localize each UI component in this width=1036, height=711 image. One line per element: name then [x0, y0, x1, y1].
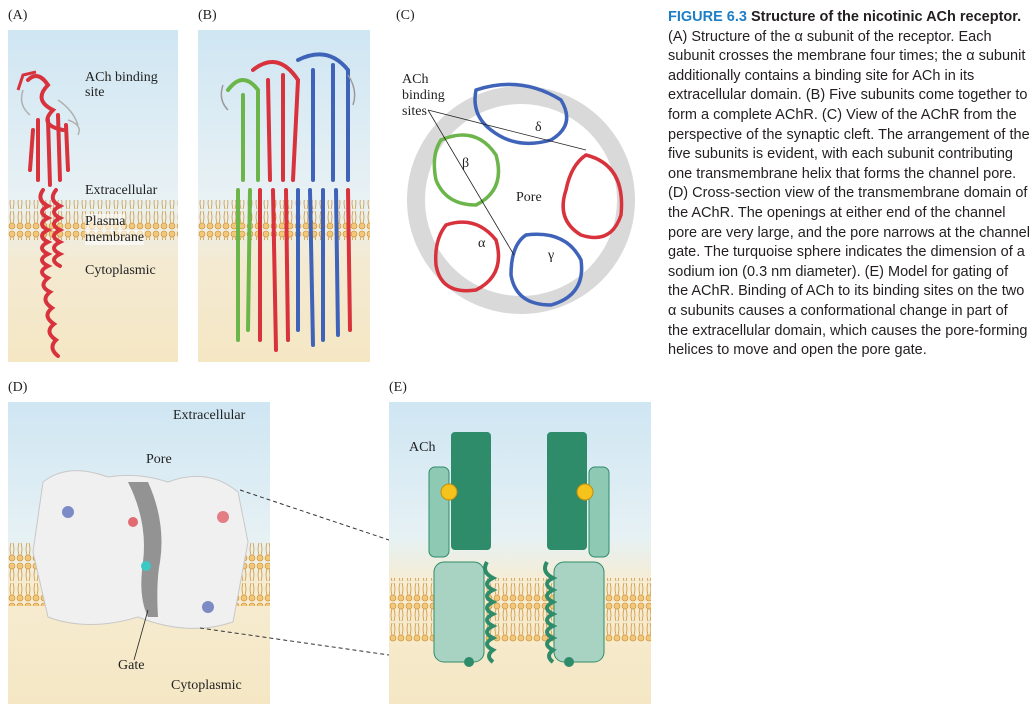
panel-label-b: (B) — [198, 8, 217, 23]
panel-b-illustration — [198, 30, 370, 362]
extracellular-label: Extracellular — [85, 183, 158, 198]
panel-e-illustration — [389, 402, 651, 704]
ach-label-e: ACh — [409, 440, 436, 455]
extracellular-label-d: Extracellular — [173, 408, 246, 423]
plasma-membrane-label-1: Plasma — [85, 214, 126, 229]
panel-label-e: (E) — [389, 380, 407, 395]
panel-a: ACh binding site Extracellular Plasma me… — [8, 30, 178, 362]
panel-b — [198, 30, 370, 362]
figure-body: (A) Structure of the α subunit of the re… — [668, 28, 1030, 359]
panel-label-d: (D) — [8, 380, 28, 395]
ach-binding-sites-label-2: binding — [402, 88, 445, 103]
gamma-label: γ — [548, 248, 555, 263]
figure-caption: FIGURE 6.3 Structure of the nicotinic AC… — [668, 8, 1030, 361]
ach-binding-sites-label-1: ACh — [402, 72, 429, 87]
panel-label-a: (A) — [8, 8, 28, 23]
panel-c-illustration — [396, 30, 642, 362]
alpha-bottom-label: α — [478, 236, 486, 251]
gate-label: Gate — [118, 658, 145, 673]
delta-label: δ — [535, 120, 542, 135]
panel-d: Extracellular Pore Gate Cytoplasmic — [8, 402, 270, 704]
alpha-right-label: α — [596, 181, 604, 196]
cytoplasmic-label-d: Cytoplasmic — [171, 678, 242, 693]
panel-e: ACh — [389, 402, 651, 704]
cytoplasmic-label: Cytoplasmic — [85, 263, 156, 278]
beta-label: β — [462, 156, 470, 171]
figure-title: Structure of the nicotinic ACh receptor. — [751, 9, 1022, 25]
ach-binding-sites-label-3: sites — [402, 104, 427, 119]
panel-label-c: (C) — [396, 8, 415, 23]
panel-c: ACh binding sites Pore δ α β α γ — [396, 30, 642, 362]
panel-a-illustration — [8, 30, 178, 362]
panel-d-illustration — [8, 402, 270, 704]
ach-binding-site-label: ACh binding site — [85, 70, 158, 100]
figure-number: FIGURE 6.3 — [668, 9, 747, 25]
pore-label-d: Pore — [146, 452, 172, 467]
pore-label: Pore — [516, 190, 542, 205]
plasma-membrane-label-2: membrane — [85, 230, 145, 245]
